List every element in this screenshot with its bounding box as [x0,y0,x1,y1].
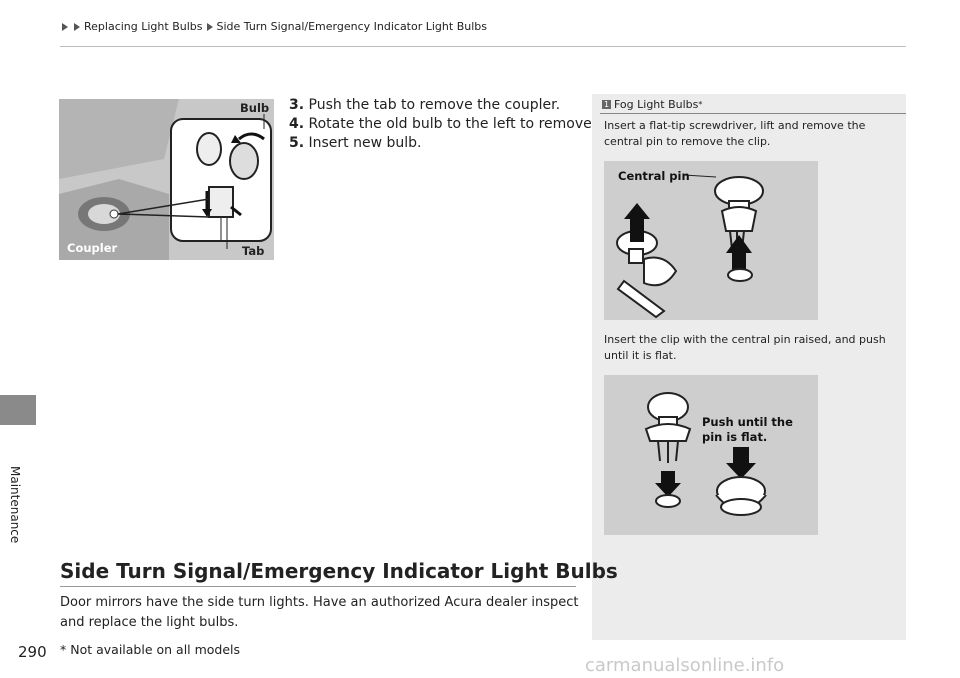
note-text-remove-clip: Insert a flat-tip screwdriver, lift and … [604,119,866,148]
tab-label: Tab [242,244,265,258]
note-reference-icon: 1 [602,100,611,109]
step-3: 3. Push the tab to remove the coupler. [289,97,561,113]
section-divider [60,586,576,587]
coupler-bulb-illustration: Bulb Coupler Tab [59,99,274,260]
note-text-insert-clip: Insert the clip with the central pin rai… [604,333,886,362]
footnote: * Not available on all models [60,642,241,657]
central-pin-label: Central pin [618,169,690,183]
step-4: 4. Rotate the old bulb to the left to re… [289,116,597,132]
chapter-tab-label: Maintenance [8,466,22,544]
clip-removal-svg [616,174,764,319]
central-pin-figure: Central pin [604,161,818,320]
bulb-label: Bulb [240,101,270,115]
chevron-right-icon [206,22,213,31]
chevron-right-icon [62,22,68,31]
coupler-label: Coupler [67,241,118,255]
section-heading: Side Turn Signal/Emergency Indicator Lig… [60,559,618,583]
bumper-photo-svg [59,99,274,260]
breadcrumb-item-side-turn-signal[interactable]: Side Turn Signal/Emergency Indicator Lig… [216,20,487,33]
clip-insert-svg [644,392,767,516]
note-title: 1 Fog Light Bulbs* [602,98,703,111]
breadcrumb-item-replacing-light-bulbs[interactable]: Replacing Light Bulbs [84,20,203,33]
push-until-flat-label: Push until the pin is flat. [702,415,793,444]
push-flat-figure: Push until the pin is flat. [604,375,818,535]
instruction-steps: 3. Push the tab to remove the coupler. 4… [289,96,596,153]
chevron-right-icon [74,22,80,31]
note-title-underline [600,113,906,114]
header-divider [60,46,906,47]
page-number: 290 [18,643,47,661]
watermark: carmanualsonline.info [585,655,785,676]
section-body: Door mirrors have the side turn lights. … [60,595,579,630]
chapter-tab-marker[interactable] [0,395,36,425]
breadcrumb: Replacing Light Bulbs Side Turn Signal/E… [60,20,487,33]
step-5: 5. Insert new bulb. [289,135,422,151]
